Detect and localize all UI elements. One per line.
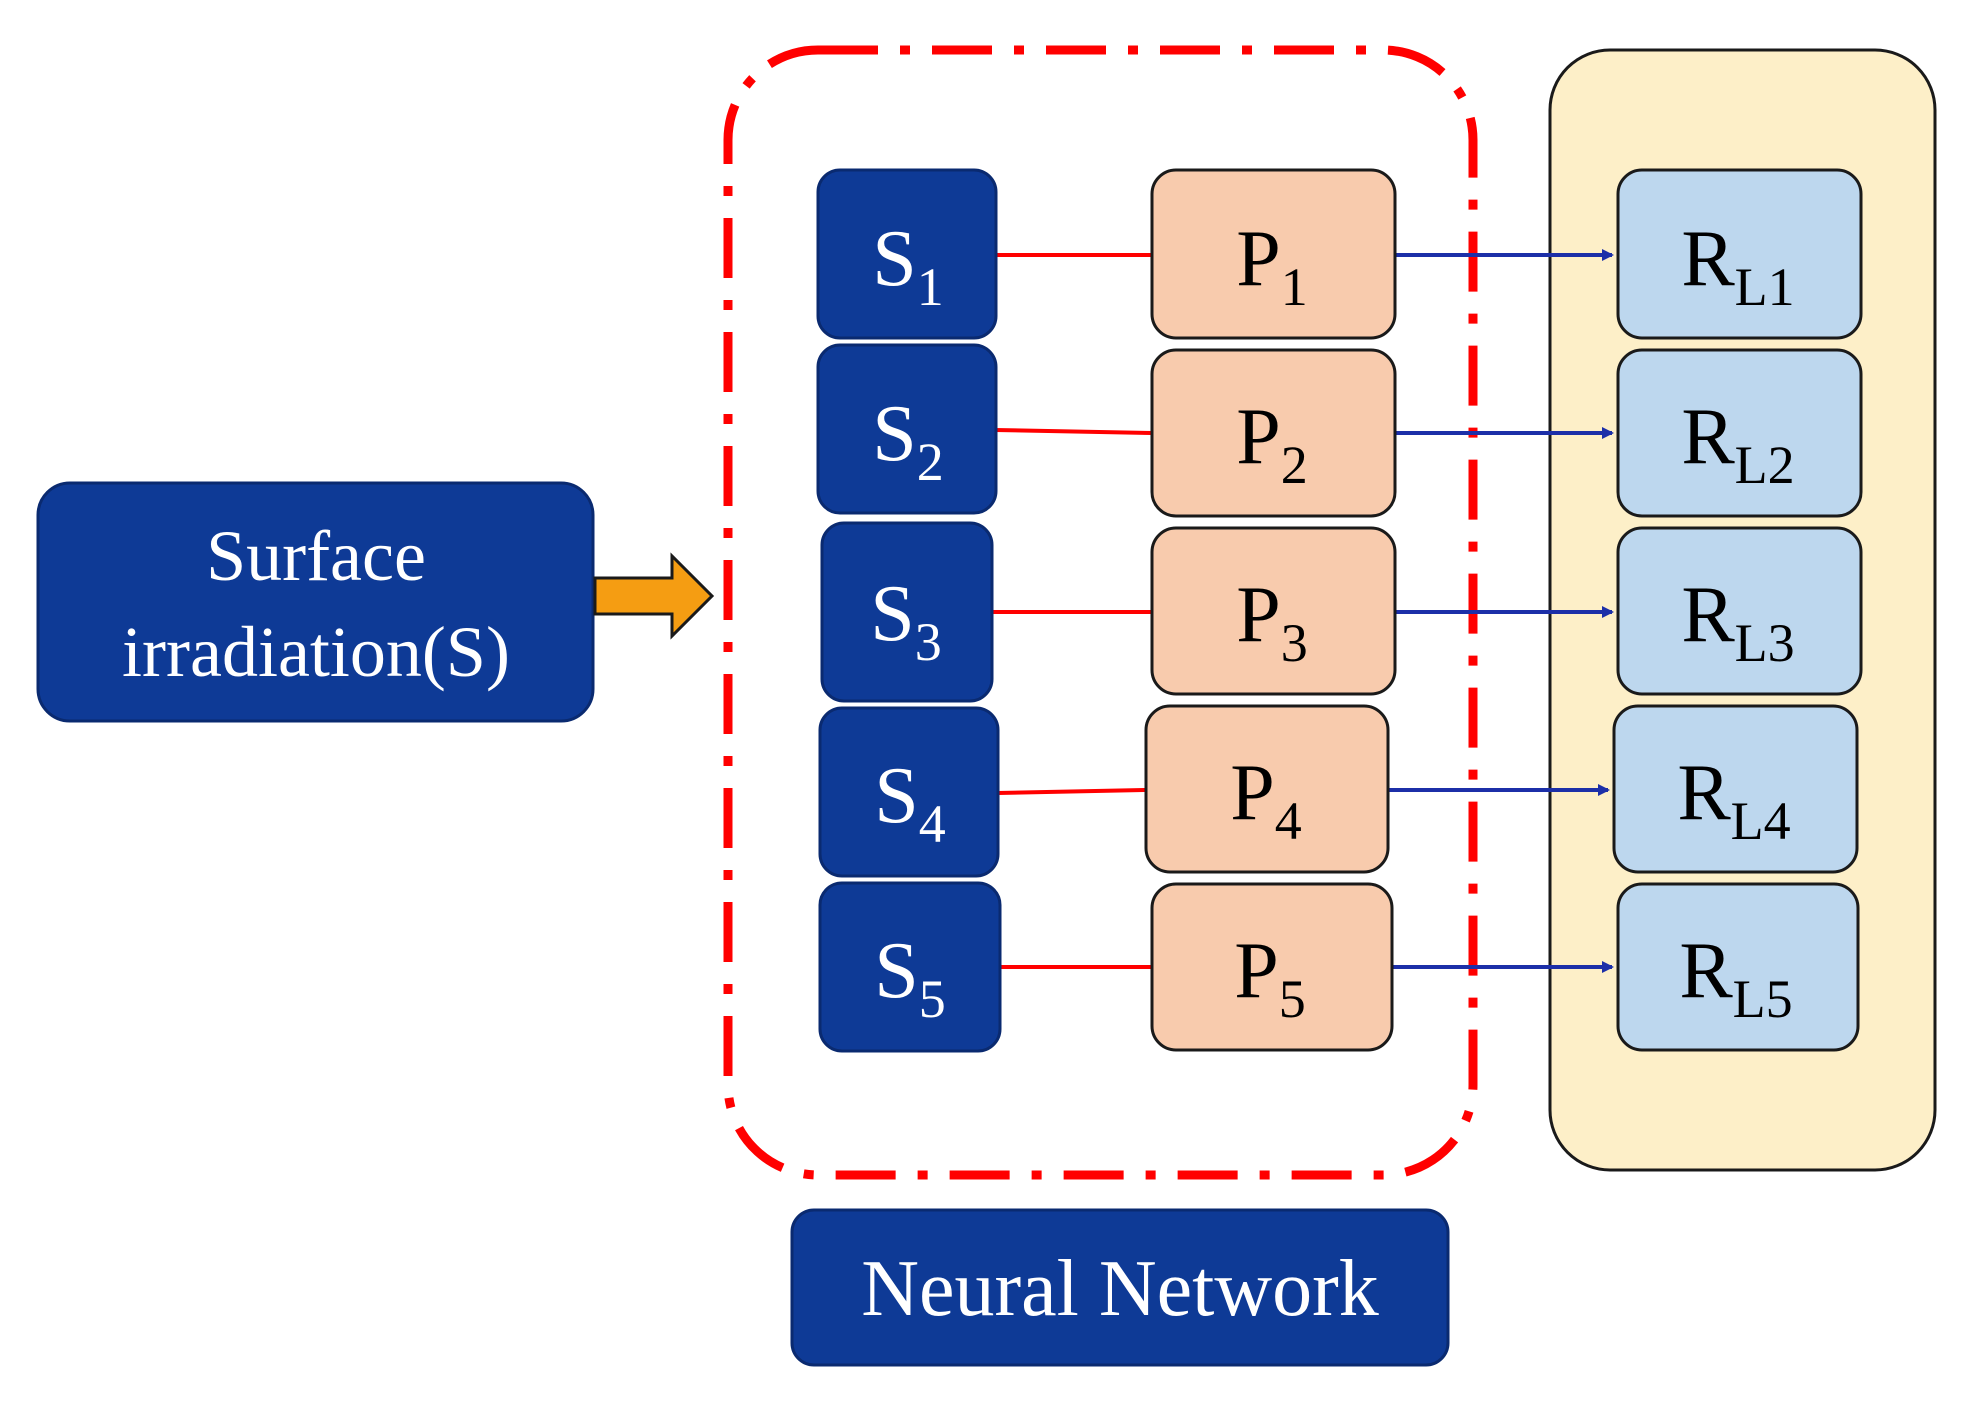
- p-node-label-4: P4: [1230, 749, 1302, 851]
- p-node-label-1: P1: [1236, 215, 1308, 317]
- surface-irradiation-box: Surface irradiation(S): [36, 481, 595, 723]
- s-p-connector-2: [994, 428, 1153, 435]
- p-node-label-3: P3: [1236, 571, 1308, 673]
- r-node-5: [1616, 882, 1860, 1052]
- r-node-label-4: RL4: [1677, 749, 1790, 851]
- row-5: S5 P5 RL5: [818, 881, 1860, 1053]
- p-node-5: [1150, 882, 1394, 1052]
- r-node-1: [1616, 168, 1863, 340]
- p-node-2: [1150, 348, 1397, 518]
- neural-network-label-box: Neural Network: [790, 1208, 1450, 1367]
- s-p-connector-4: [997, 788, 1147, 795]
- p-node-1: [1150, 168, 1397, 340]
- r-node-3: [1616, 526, 1863, 696]
- s-node-3: [820, 521, 994, 703]
- s-node-label-1: S1: [872, 215, 944, 317]
- s-node-label-5: S5: [874, 927, 946, 1029]
- surface-irradiation-line2: irradiation(S): [122, 612, 510, 692]
- r-node-label-3: RL3: [1681, 571, 1794, 673]
- s-node-2: [816, 343, 998, 515]
- surface-irradiation-line1: Surface: [206, 516, 426, 596]
- s-node-1: [816, 168, 998, 340]
- row-1: S1 P1 RL1: [816, 168, 1863, 340]
- r-node-label-2: RL2: [1681, 393, 1794, 495]
- p-node-label-2: P2: [1236, 393, 1308, 495]
- r-node-label-1: RL1: [1681, 215, 1794, 317]
- s-node-label-4: S4: [874, 752, 946, 854]
- s-node-label-2: S2: [872, 390, 944, 492]
- r-node-4: [1612, 704, 1859, 874]
- neural-network-label: Neural Network: [861, 1245, 1379, 1333]
- input-arrow: [593, 552, 715, 640]
- s-node-4: [818, 706, 1000, 878]
- s-node-5: [818, 881, 1002, 1053]
- r-node-2: [1616, 348, 1863, 518]
- p-node-4: [1144, 704, 1390, 874]
- row-2: S2 P2 RL2: [816, 343, 1863, 518]
- s-node-label-3: S3: [870, 570, 942, 672]
- r-node-label-5: RL5: [1679, 927, 1792, 1029]
- row-3: S3 P3 RL3: [820, 521, 1863, 703]
- p-node-3: [1150, 526, 1397, 696]
- p-node-label-5: P5: [1234, 927, 1306, 1029]
- row-4: S4 P4 RL4: [818, 704, 1859, 878]
